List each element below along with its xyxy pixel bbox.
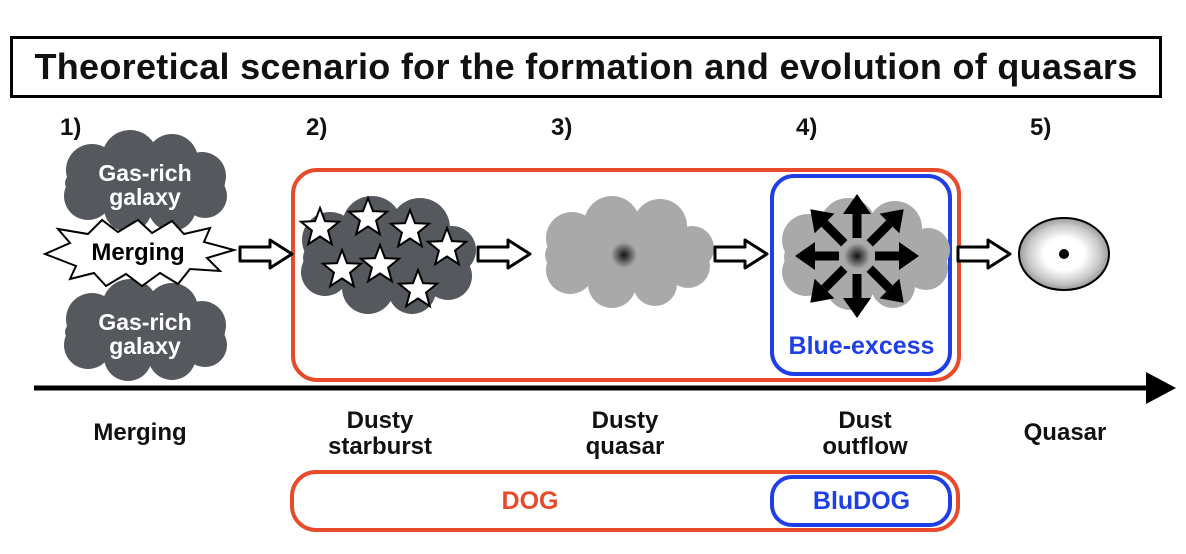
transition-arrows bbox=[238, 238, 1012, 270]
transition-arrow-4 bbox=[956, 238, 1012, 270]
star-2 bbox=[346, 195, 390, 237]
star-5 bbox=[320, 247, 364, 289]
title-box: Theoretical scenario for the formation a… bbox=[10, 36, 1162, 98]
star-3 bbox=[388, 207, 432, 249]
timeline-arrowhead bbox=[1146, 372, 1176, 404]
outflow-arrow-3 bbox=[843, 274, 871, 318]
star-4 bbox=[425, 225, 469, 267]
dog-phase-frame bbox=[291, 168, 961, 382]
stage-number-2: 2) bbox=[306, 114, 328, 141]
stage-label-dusty-quasar: Dusty quasar bbox=[585, 407, 665, 461]
gas-rich-galaxy-label-top: Gas-rich galaxy bbox=[98, 160, 192, 211]
outflow-arrow-5 bbox=[795, 242, 839, 270]
blue-excess-label: Blue-excess bbox=[788, 332, 935, 360]
stage-number-3: 3) bbox=[551, 114, 573, 141]
transition-arrow-2 bbox=[476, 238, 532, 270]
merging-burst-label: Merging bbox=[91, 239, 185, 266]
stage-label-dust-outflow: Dust outflow bbox=[822, 407, 908, 461]
bludog-bar bbox=[770, 475, 952, 527]
stage-number-1: 1) bbox=[60, 114, 82, 141]
blue-excess-frame bbox=[770, 174, 952, 376]
starburst-stars bbox=[298, 195, 469, 309]
outflow-arrow-8 bbox=[866, 209, 904, 247]
dog-label: DOG bbox=[501, 487, 559, 515]
dusty-quasar-core bbox=[611, 242, 637, 268]
outflow-arrow-2 bbox=[866, 265, 904, 303]
page-title: Theoretical scenario for the formation a… bbox=[34, 46, 1138, 87]
stage-label-quasar: Quasar bbox=[1023, 419, 1107, 446]
bludog-label: BluDOG bbox=[812, 487, 911, 515]
stage-label-merging: Merging bbox=[93, 419, 187, 446]
gas-rich-galaxy-label-bottom: Gas-rich galaxy bbox=[98, 309, 192, 360]
outflow-arrow-7 bbox=[843, 194, 871, 238]
merging-burst-shape bbox=[42, 218, 238, 288]
outflow-arrows bbox=[795, 194, 919, 318]
gas-rich-galaxy-cloud-bottom bbox=[64, 279, 227, 381]
dust-outflow-cloud bbox=[782, 198, 950, 310]
dust-outflow-core bbox=[844, 243, 870, 269]
stage-number-4: 4) bbox=[796, 114, 818, 141]
stage-number-5: 5) bbox=[1030, 114, 1052, 141]
dog-bar bbox=[290, 470, 960, 532]
star-6 bbox=[358, 242, 402, 284]
outflow-arrow-1 bbox=[875, 242, 919, 270]
star-1 bbox=[298, 205, 342, 247]
star-7 bbox=[396, 267, 440, 309]
outflow-arrow-6 bbox=[810, 209, 848, 247]
gas-rich-galaxy-cloud-top bbox=[64, 130, 227, 232]
outflow-arrow-4 bbox=[810, 265, 848, 303]
transition-arrow-1 bbox=[238, 238, 294, 270]
transition-arrow-3 bbox=[713, 238, 769, 270]
quasar-nucleus bbox=[1059, 249, 1069, 259]
stage-label-dusty-starburst: Dusty starburst bbox=[327, 407, 433, 461]
